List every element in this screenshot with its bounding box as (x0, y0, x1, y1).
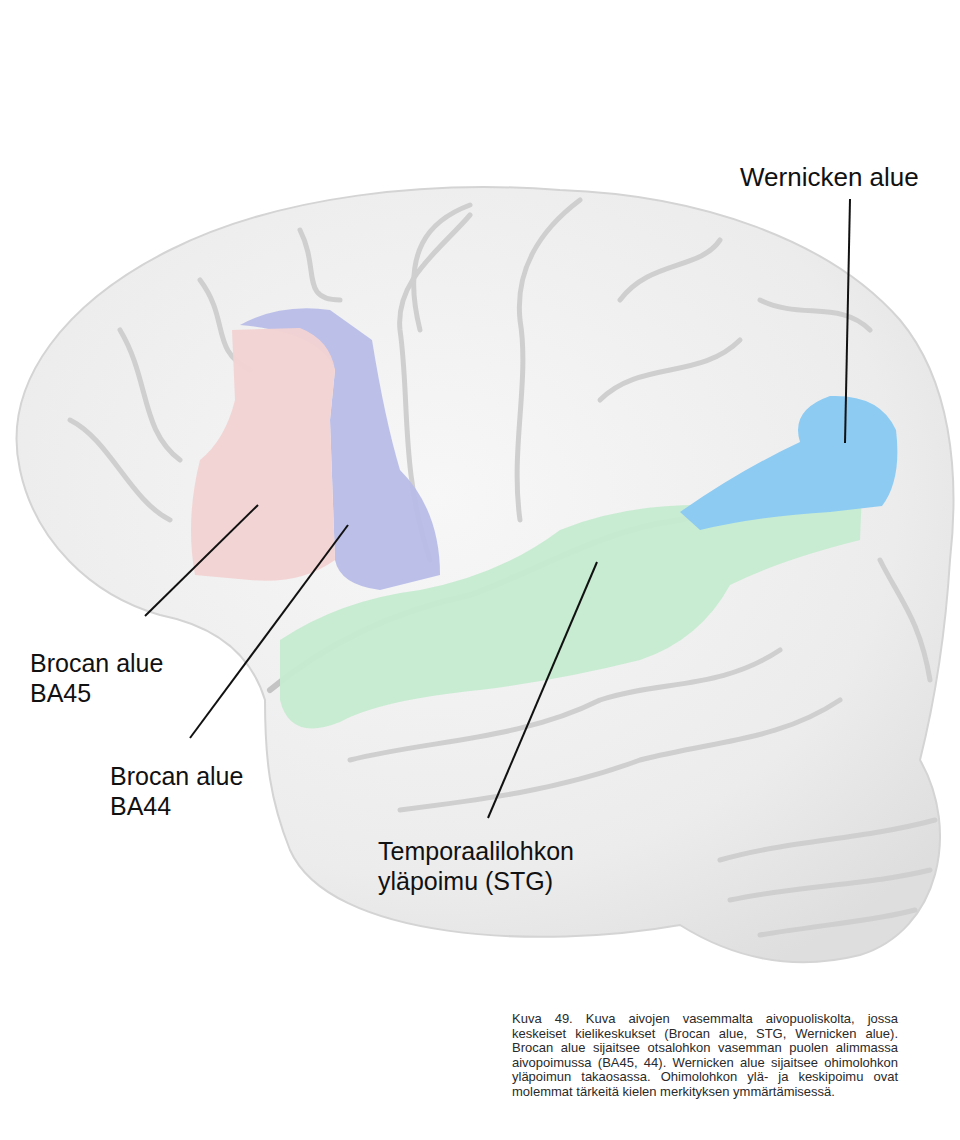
broca-ba45-region (191, 328, 335, 581)
region-label: Temporaalilohkon yläpoimu (STG) (378, 836, 618, 896)
leader-line (488, 562, 597, 818)
region-label: Brocan alue BA45 (30, 648, 200, 708)
wernicke-region (680, 396, 897, 530)
region-label: Wernicken alue (740, 162, 950, 192)
leader-line (145, 505, 258, 616)
stg-region (280, 487, 862, 728)
region-label: Brocan alue BA44 (110, 761, 280, 821)
leader-line (845, 199, 850, 443)
leader-lines (145, 199, 850, 818)
brain-outline (17, 187, 954, 962)
sulci (70, 200, 935, 935)
figure-caption: Kuva 49. Kuva aivojen vasemmalta aivopuo… (512, 1012, 898, 1100)
leader-line (190, 525, 348, 738)
